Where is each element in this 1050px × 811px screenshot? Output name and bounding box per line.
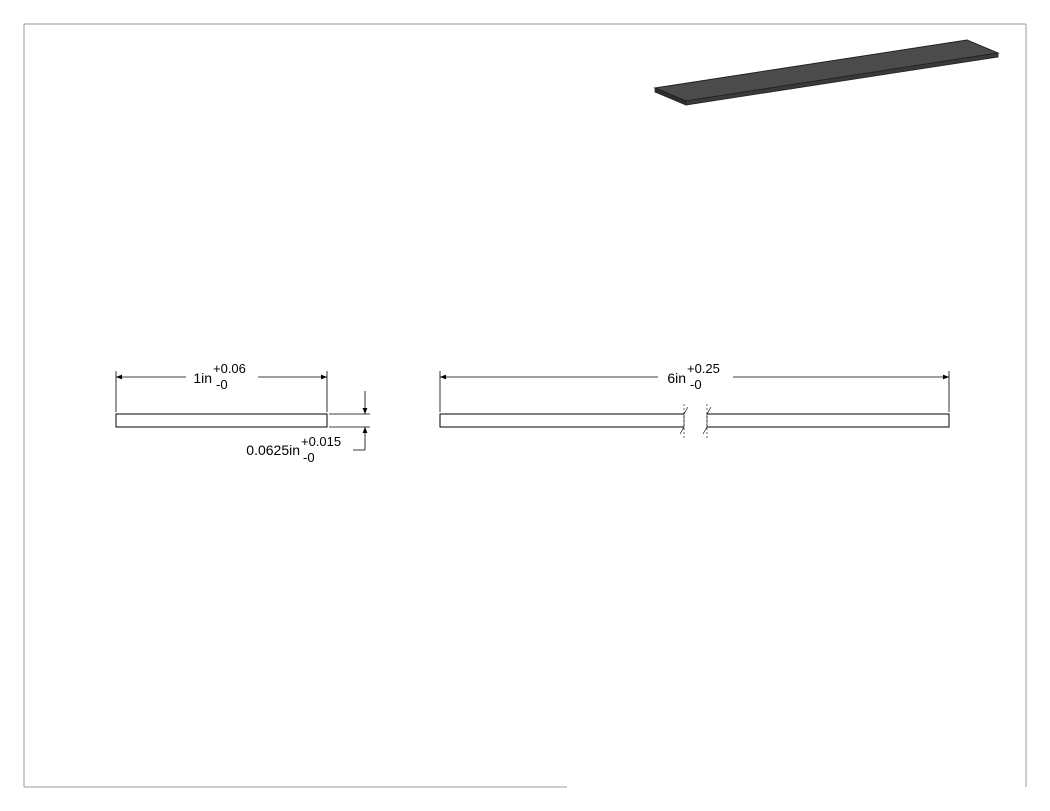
- length-tol-minus: -0: [690, 377, 702, 392]
- end-view-profile: [115, 413, 328, 428]
- sheet-frame: [23, 23, 1027, 788]
- break-lines: [679, 404, 712, 440]
- thickness-nominal: 0.0625in: [246, 442, 300, 458]
- side-view: [439, 404, 950, 440]
- thickness-tol-plus: +0.015: [301, 434, 341, 449]
- bar-side-edge: [685, 52, 999, 106]
- width-nominal: 1in: [193, 370, 212, 386]
- width-tol-plus: +0.06: [213, 361, 246, 376]
- length-nominal: 6in: [667, 370, 686, 386]
- thickness-dimension: 0.0625in +0.015 -0: [246, 391, 370, 465]
- isometric-view: [653, 39, 1000, 106]
- bar-top-face: [653, 39, 1000, 102]
- width-dimension: 1in +0.06 -0: [115, 361, 328, 412]
- side-view-right-segment: [707, 413, 950, 428]
- thickness-tol-minus: -0: [303, 450, 315, 465]
- end-view: [115, 413, 328, 428]
- length-tol-plus: +0.25: [687, 361, 720, 376]
- length-dimension: 6in +0.25 -0: [439, 361, 950, 412]
- width-tol-minus: -0: [216, 377, 228, 392]
- side-view-left-segment: [439, 413, 684, 428]
